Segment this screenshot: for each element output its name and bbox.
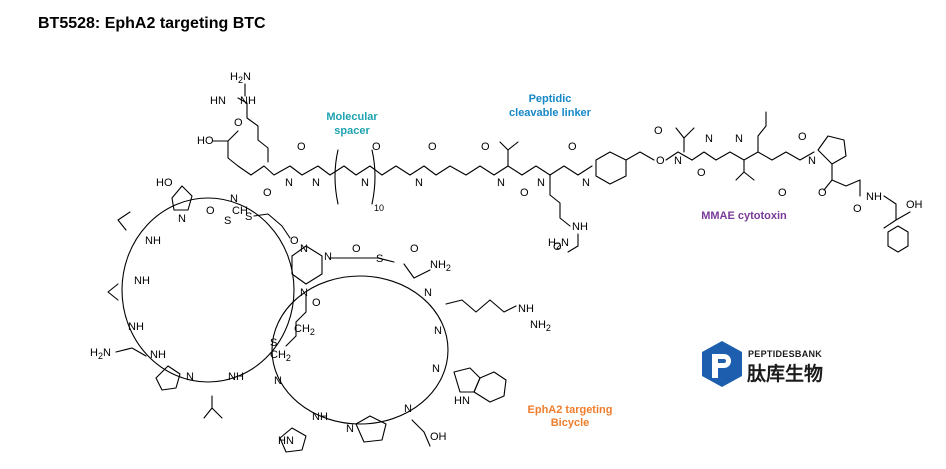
atom-label: N [432,363,440,375]
atom-label: HO [197,135,214,147]
atom-label: NH [134,275,150,287]
atom-label: NH [312,411,328,423]
bicycle-label-line-1: EphA2 targeting [528,404,613,416]
atom-label: O [568,141,577,153]
atom-label: HO [156,177,173,189]
atom-label: O [234,117,243,129]
toxin-label: MMAE cytotoxin [701,210,787,222]
repeat-count: 10 [374,203,384,213]
atom-label: O [553,241,562,253]
atom-label: N [735,133,743,145]
atom-label: OH [906,199,923,211]
atom-label: H2N [548,237,569,251]
atom-label: S [376,253,383,265]
atom-label: O [778,187,787,199]
atom-label: O [697,167,706,179]
atom-label: NH [866,191,882,203]
atom-label: N [178,213,186,225]
atom-label: NH [145,235,161,247]
atom-label: H2N [230,71,251,85]
bicycle-left-ring: HO N NH NH NH NH H2N N NH N O S CH S O [90,177,299,419]
atom-label: NH [240,95,256,107]
linker-label-line-2: cleavable linker [509,107,592,119]
atom-label: O [853,203,862,215]
atom-label: NH2 [530,319,551,333]
atom-label: N [424,287,432,299]
atom-label: N [497,177,505,189]
atom-label: CH2 [294,323,315,337]
bicycle-right-ring: NH2 O N N N N NH N NH NH2 HN N OH HN [271,243,551,453]
peptidesbank-hexagon-icon [702,341,742,387]
atom-label: HN [454,395,470,407]
atom-label: N [285,177,293,189]
peptidesbank-logo: PEPTIDESBANK 肽库生物 [702,341,823,387]
atom-label: N [537,177,545,189]
atom-label: O [372,141,381,153]
bicycle-annotation: EphA2 targeting Bicycle [528,404,613,429]
atom-label: O [206,205,215,217]
atom-label: N [186,371,194,383]
atom-label: O [798,131,807,143]
atom-label: N [274,375,282,387]
linker-annotation: Peptidic cleavable linker [509,93,592,119]
atom-label: H2N [90,347,111,361]
atom-label: O [520,187,529,199]
atom-label: O [352,243,361,255]
atom-label: N [705,133,713,145]
atom-label: O [312,297,321,309]
atom-label: NH [128,321,144,333]
spacer-label-line-1: Molecular [326,111,378,123]
logo-name-cn: 肽库生物 [747,362,823,385]
atom-label: N [415,177,423,189]
atom-label: O [263,187,272,199]
atom-label: N [434,325,442,337]
arginine-side-chain-top: H2N HN NH [210,71,269,163]
atom-label: HN [210,95,226,107]
logo-name: PEPTIDESBANK [748,349,822,359]
atom-label: N [582,177,590,189]
triazinane-hub: N N N O S O CH2 S CH2 [270,243,395,363]
atom-label: N [361,177,369,189]
atom-label: N [346,423,354,435]
citrulline-side-chain: NH O H2N [548,174,588,253]
spacer-annotation: Molecular spacer [326,111,378,137]
bicycle-label-line-2: Bicycle [551,417,590,429]
atom-label: O [428,141,437,153]
atom-label: NH [150,349,166,361]
atom-label: HN [278,435,294,447]
pab-group: O O N [595,125,693,185]
atom-label: O [656,155,665,167]
atom-label: O [818,187,827,199]
atom-label: S [224,215,231,227]
atom-label: N [404,403,412,415]
atom-label: NH [572,221,588,233]
spacer-label-line-2: spacer [334,125,370,137]
atom-label: NH [228,371,244,383]
atom-label: N [230,193,238,205]
atom-label: NH [518,303,534,315]
atom-label: N [674,155,682,167]
atom-label: CH2 [270,349,291,363]
atom-label: O [654,125,663,137]
atom-label: NH2 [430,259,451,273]
atom-label: N [300,243,308,255]
atom-label: N [324,251,332,263]
atom-label: O [481,141,490,153]
atom-label: O [410,243,419,255]
atom-label: OH [430,431,447,443]
page-title: BT5528: EphA2 targeting BTC [38,15,266,32]
atom-label: N [312,177,320,189]
backbone-top: N N O O N N N N N O O O O O 10 [237,141,593,213]
atom-label: S [245,211,252,223]
aspartate-side-chain: HO O [197,117,243,167]
atom-label: CH [232,205,248,217]
atom-label: N [808,155,816,167]
atom-label: O [290,235,299,247]
linker-label-line-1: Peptidic [529,93,572,105]
atom-label: O [297,141,306,153]
atom-label: S [270,337,277,349]
mmae-chain: N N O O O N O O NH OH [675,111,923,253]
